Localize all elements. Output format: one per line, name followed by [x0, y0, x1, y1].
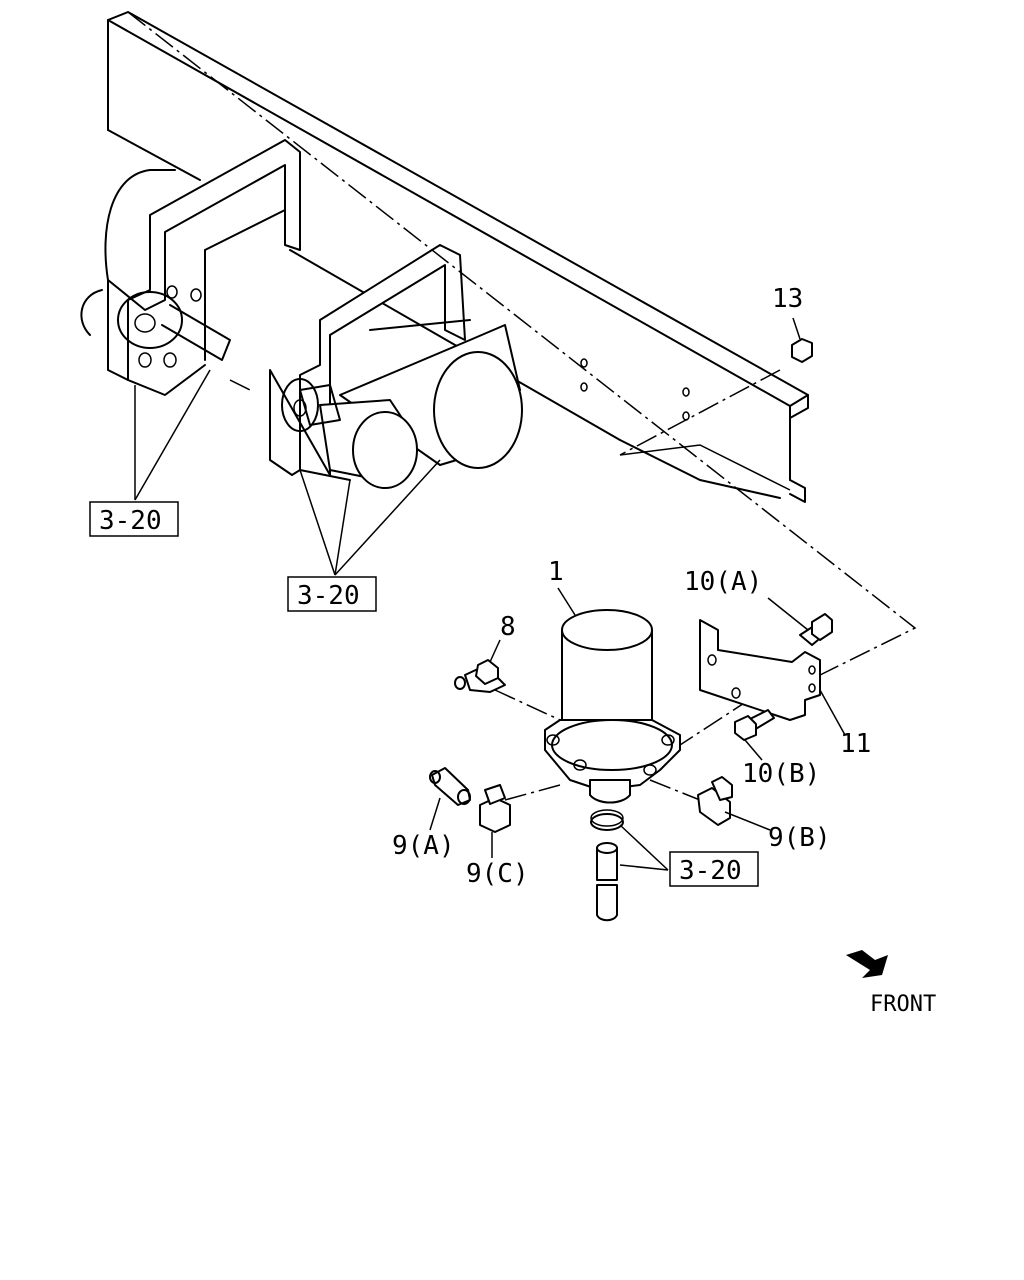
label-part-1: 1: [548, 557, 564, 587]
ref-box-bottom: [669, 851, 759, 887]
ref-label-left: 3-20: [99, 506, 162, 536]
label-part-9c: 9(C): [466, 859, 529, 889]
left-spring-hanger: [80, 139, 301, 396]
label-part-10a: 10(A): [684, 567, 762, 597]
fitting-part-8: [454, 639, 506, 693]
ref-label-center: 3-20: [297, 581, 360, 611]
fitting-part-9a: [429, 767, 471, 831]
bracket-part-11: [699, 619, 846, 736]
ref-label-bottom: 3-20: [679, 856, 742, 886]
frame-rail: [107, 11, 809, 503]
bolt-part-10b: [734, 709, 775, 761]
label-part-11: 11: [840, 729, 871, 759]
label-part-13: 13: [772, 284, 803, 314]
ref-leaders: [134, 369, 441, 576]
front-arrow-icon: [846, 950, 888, 978]
label-part-9b: 9(B): [768, 823, 831, 853]
center-spring-hanger: [269, 244, 523, 489]
fitting-part-9b: [697, 776, 771, 831]
ref-box-center: [287, 576, 377, 612]
label-part-10b: 10(B): [742, 759, 820, 789]
air-dryer-part-1: [544, 587, 681, 804]
front-label: FRONT: [870, 992, 936, 1017]
ref-box-left: [89, 501, 179, 537]
hose-and-clamp: [590, 809, 669, 922]
label-part-8: 8: [500, 612, 516, 642]
fitting-part-9c: [479, 784, 511, 858]
bolt-part-10a: [767, 597, 833, 646]
label-part-9a: 9(A): [392, 831, 455, 861]
nut-part-13: [791, 317, 813, 363]
